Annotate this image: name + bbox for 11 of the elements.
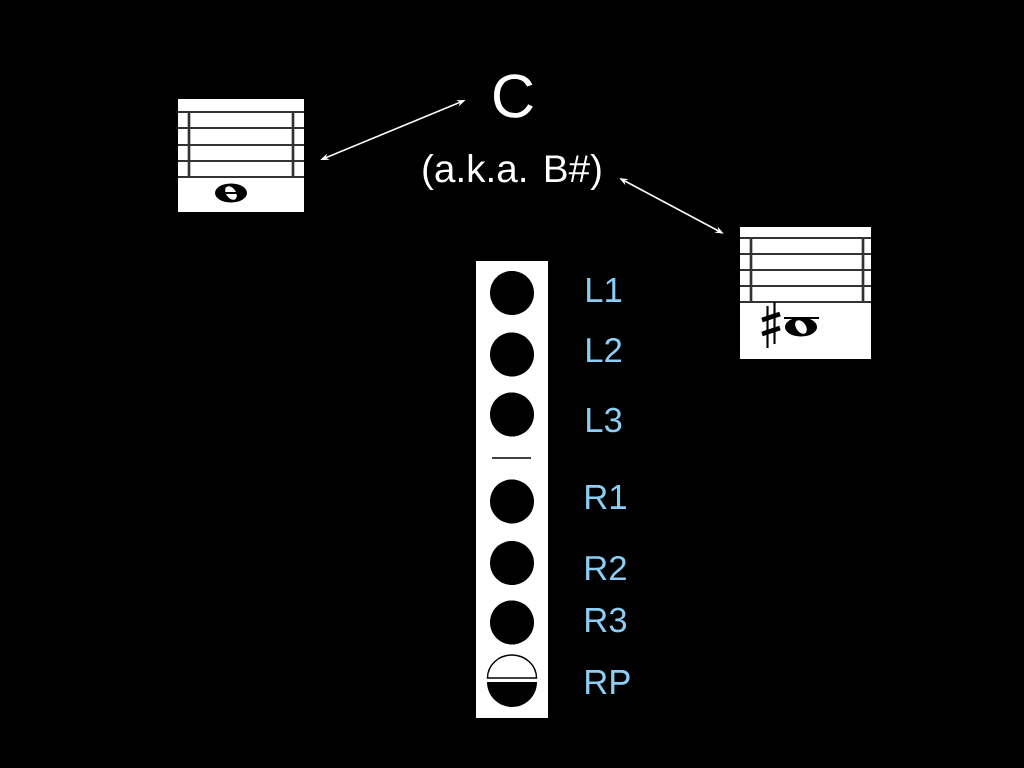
key-label: R3	[586, 607, 627, 633]
music-staff	[177, 99, 305, 212]
key-label: L2	[587, 337, 622, 363]
key-label: RP	[586, 670, 630, 694]
music-staff	[739, 227, 872, 359]
key-label: L3	[587, 407, 622, 433]
note-name: C	[494, 74, 533, 118]
key-label: L1	[587, 278, 622, 302]
key-label: R2	[586, 555, 626, 581]
alternate-name: (a.k.a. B#)	[423, 154, 601, 190]
key-label: R1	[586, 485, 626, 509]
